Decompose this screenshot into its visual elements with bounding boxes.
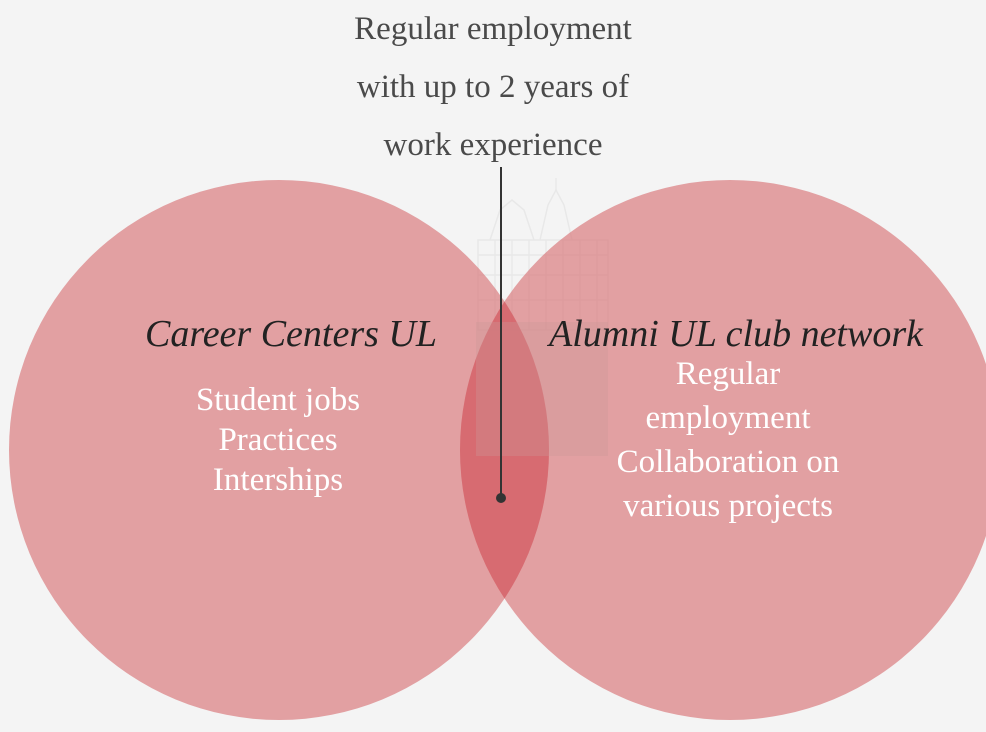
right-set-item: Regular — [675, 356, 781, 392]
left-set-title: Career Centers UL — [144, 313, 438, 355]
right-set-item: employment — [645, 400, 811, 436]
watermark-panel — [476, 322, 608, 456]
callout-dot — [496, 493, 506, 503]
callout-line-2: with up to 2 years of — [356, 69, 630, 105]
overlap-callout-label: Regular employment with up to 2 years of… — [293, 0, 693, 174]
left-set-items: Student jobs Practices Interships — [128, 380, 428, 500]
right-set-items: Regular employment Collaboration on vari… — [568, 352, 888, 528]
right-set-item: Collaboration on — [616, 444, 840, 480]
right-set-title: Alumni UL club network — [548, 313, 923, 355]
left-set-item: Interships — [212, 462, 344, 498]
right-set-item: various projects — [623, 488, 833, 524]
left-set-item: Student jobs — [195, 382, 361, 418]
left-set-circle — [9, 180, 549, 720]
callout-line-3: work experience — [383, 127, 603, 163]
left-set-item: Practices — [218, 422, 338, 458]
right-set-circle — [460, 180, 986, 720]
callout-line-1: Regular employment — [354, 11, 632, 47]
